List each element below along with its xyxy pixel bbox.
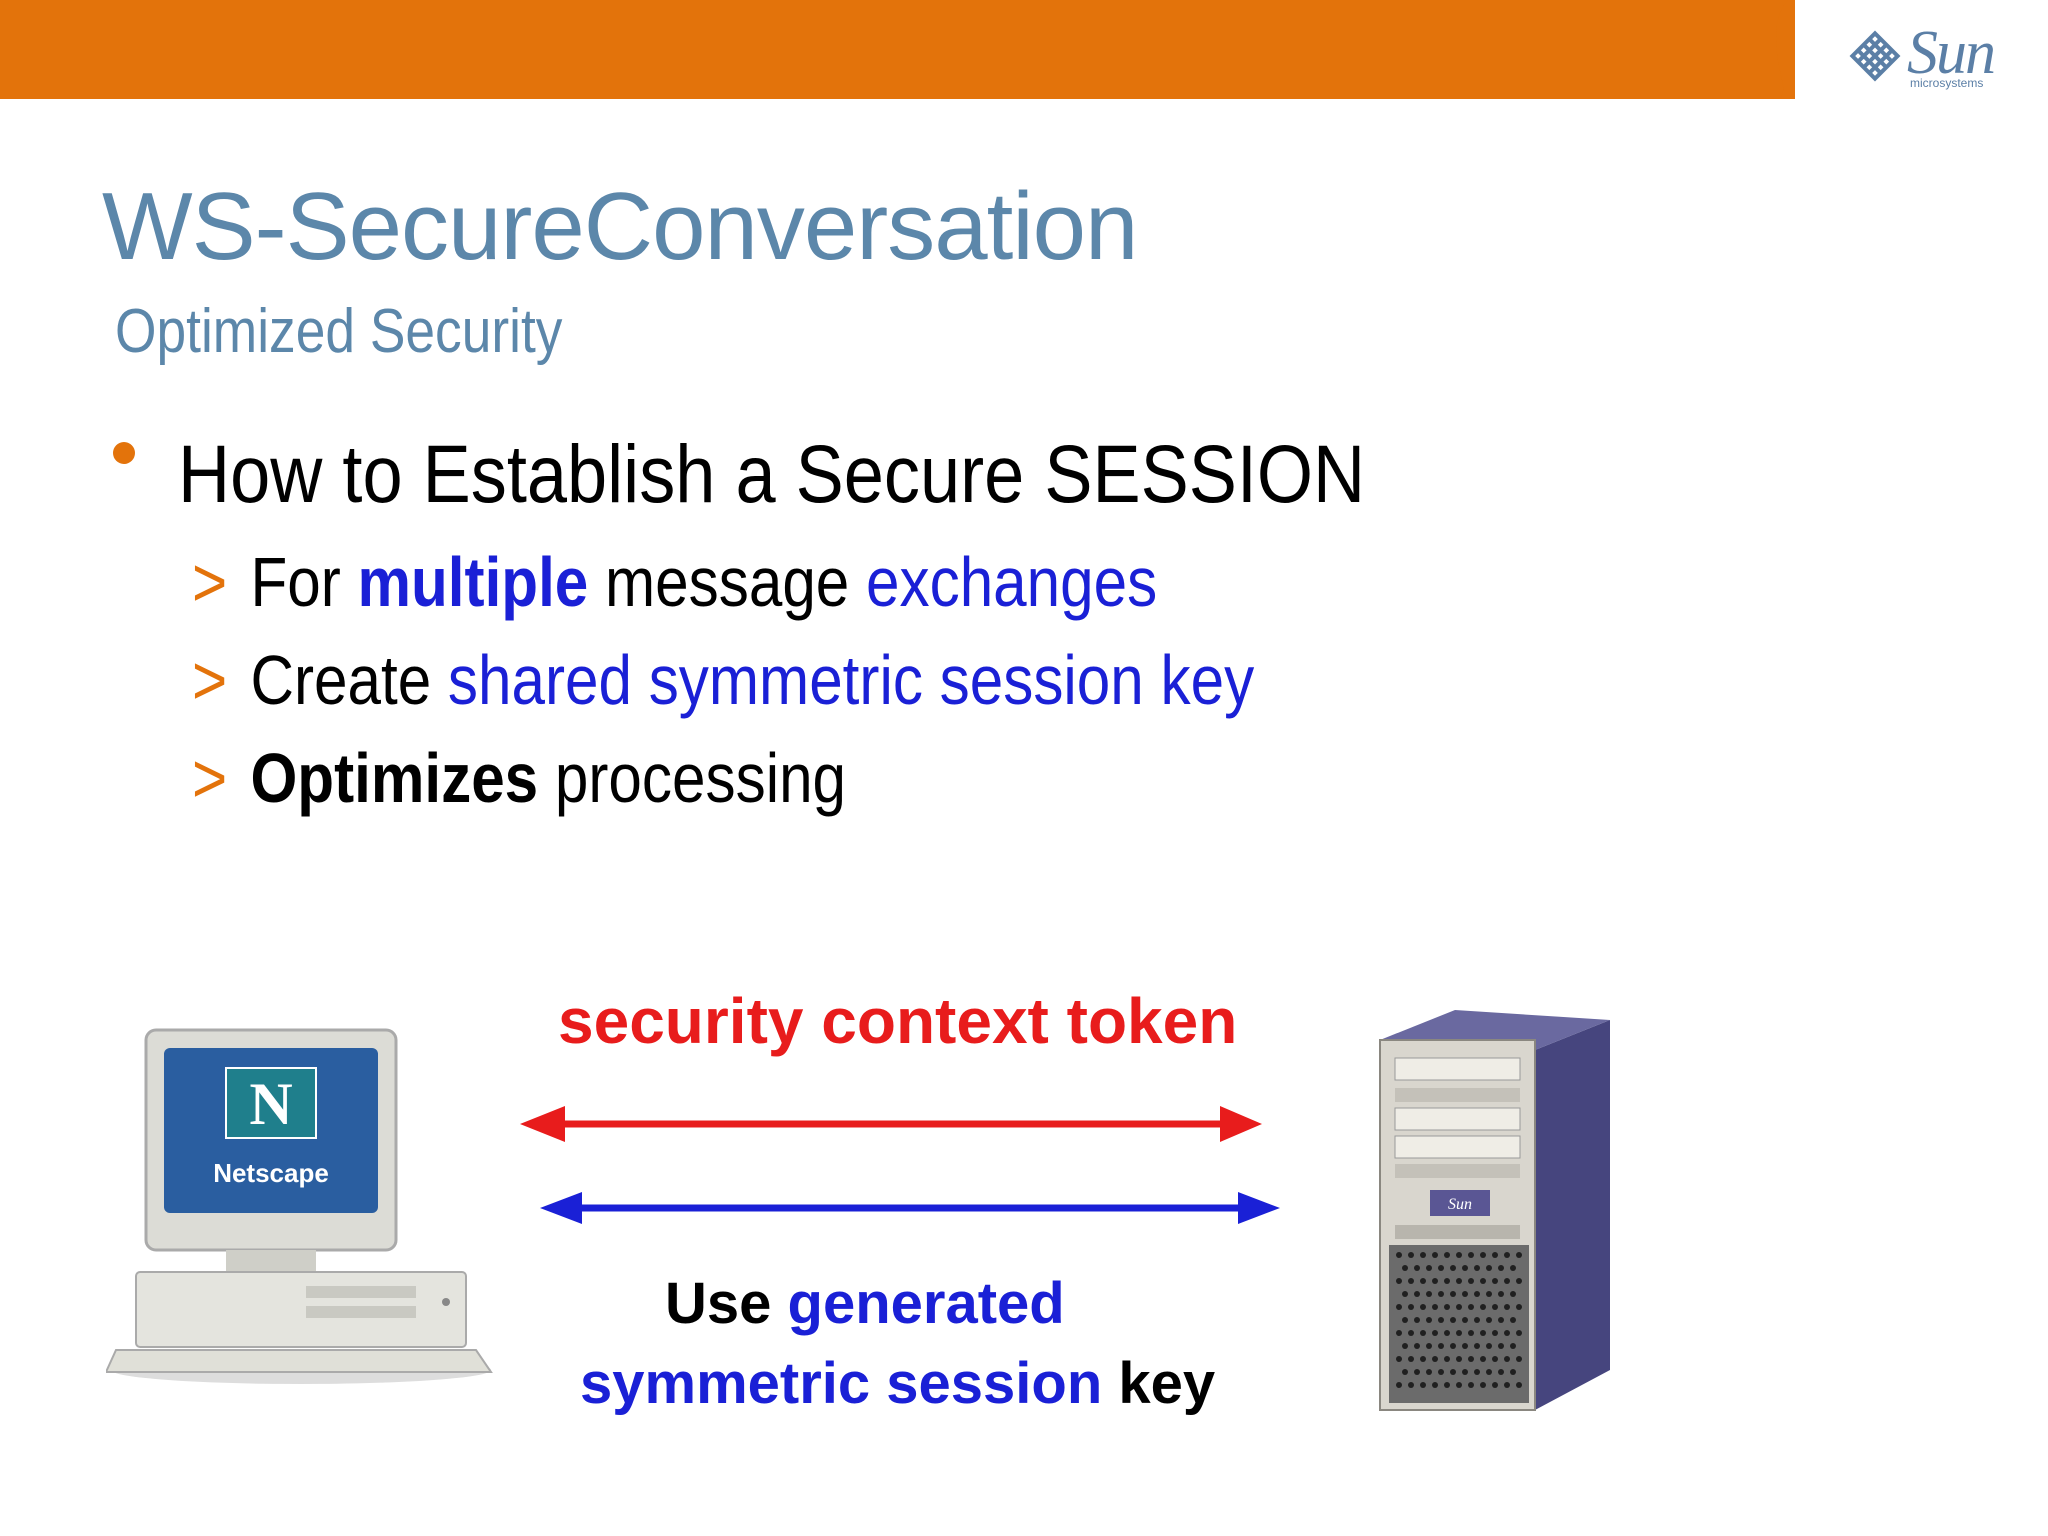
text-segment-highlight: shared symmetric session key <box>447 641 1255 719</box>
text-segment: processing <box>538 739 847 817</box>
desktop-computer-icon: N Netscape <box>106 1028 493 1384</box>
text-segment: For <box>250 543 358 621</box>
bullet-dot <box>113 442 135 464</box>
connection-arrows <box>520 1106 1280 1224</box>
sub-bullet-multiple-exchanges: > For multiple message exchanges <box>192 542 1157 622</box>
sub-bullet-optimizes: > Optimizes processing <box>192 738 846 818</box>
text-segment: message <box>588 543 867 621</box>
text-segment: Use <box>665 1271 788 1336</box>
logo-subtext: microsystems <box>1910 76 1984 90</box>
text-segment: key <box>1102 1351 1216 1416</box>
session-key-label-line2: symmetric session key <box>580 1350 1215 1417</box>
tower-server-icon: Sun <box>1379 1010 1610 1411</box>
text-segment-highlight: symmetric session <box>580 1351 1103 1416</box>
sub-bullet-marker: > <box>192 543 228 621</box>
server-badge: Sun <box>1448 1196 1472 1213</box>
header-curve <box>1760 0 1788 99</box>
security-token-arrow <box>520 1106 1262 1142</box>
session-key-label-line1: Use generated <box>665 1270 1065 1337</box>
text-segment-emphasis: Optimizes <box>250 739 539 817</box>
slide-title: WS-SecureConversation <box>102 173 1138 280</box>
session-key-arrow <box>540 1192 1280 1224</box>
text-segment-emphasis: multiple <box>357 543 589 621</box>
sun-logo-icon <box>1849 30 1901 82</box>
slide-subtitle: Optimized Security <box>115 297 563 366</box>
logo-wordmark: Sun <box>1907 19 1996 87</box>
sub-bullet-marker: > <box>192 641 228 719</box>
header-bar <box>0 0 1795 99</box>
security-context-token-label: security context token <box>558 985 1238 1057</box>
sub-bullet-session-key: > Create shared symmetric session key <box>192 640 1254 720</box>
netscape-logo-letter: N <box>249 1071 292 1137</box>
text-segment-highlight: exchanges <box>866 543 1158 621</box>
sub-bullet-marker: > <box>192 739 228 817</box>
sun-logo: Sun microsystems <box>1845 18 2015 98</box>
text-segment: Create <box>250 641 448 719</box>
netscape-screen-text: Netscape <box>213 1158 329 1188</box>
main-bullet: How to Establish a Secure SESSION <box>178 429 1366 520</box>
text-segment-highlight: generated <box>787 1271 1065 1336</box>
